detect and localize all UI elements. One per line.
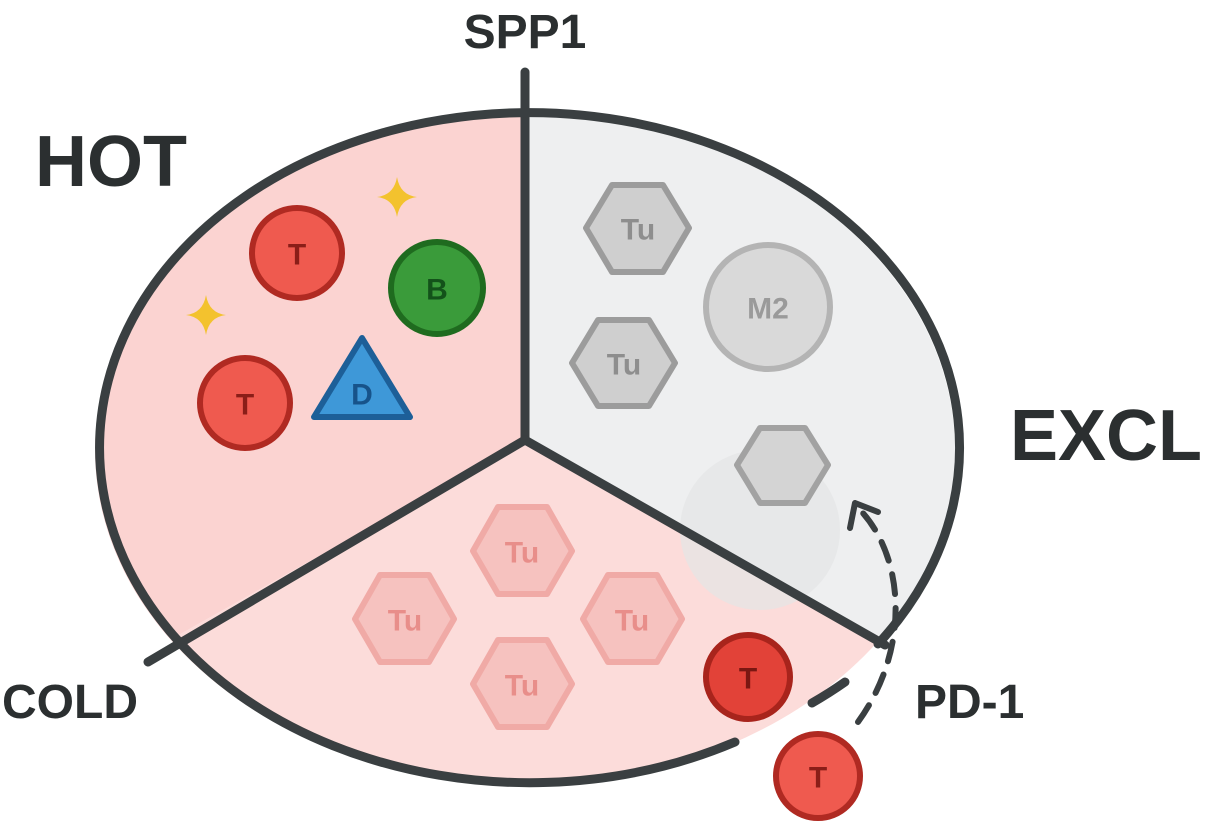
ellipse-outline — [95, 108, 965, 788]
divider-right — [520, 435, 890, 650]
label-spp1: SPP1 — [464, 6, 587, 59]
label-cold: COLD — [2, 676, 138, 729]
t-cell: T — [249, 205, 345, 301]
svg-text:Tu: Tu — [388, 605, 422, 638]
label-pd1: PD-1 — [915, 676, 1024, 729]
label-excl: EXCL — [1010, 396, 1202, 476]
tumor-cell: Tu — [470, 504, 575, 597]
svg-text:Tu: Tu — [615, 605, 649, 638]
svg-text:B: B — [426, 274, 448, 307]
sparkle-icon — [377, 177, 417, 217]
arrow-head-icon — [847, 500, 881, 531]
migration-arrow — [855, 509, 899, 725]
svg-text:Tu: Tu — [607, 349, 641, 382]
tumor-cell: Tu — [470, 637, 575, 730]
divider-left — [143, 435, 530, 667]
svg-text:T: T — [236, 389, 254, 422]
tumor-cell: Tu — [583, 182, 692, 275]
svg-text:D: D — [351, 379, 373, 412]
svg-text:M2: M2 — [747, 293, 789, 326]
macrophage-m2: M2 — [703, 242, 833, 372]
svg-text:T: T — [739, 663, 757, 696]
t-cell: T — [197, 355, 293, 451]
tumor-cell: Tu — [569, 317, 678, 409]
svg-text:T: T — [809, 762, 827, 795]
b-cell: B — [388, 239, 486, 337]
dendritic-cell: D — [311, 335, 413, 420]
tumor-cell-empty — [734, 425, 831, 506]
tumor-cell: Tu — [352, 572, 457, 665]
t-cell: T — [773, 731, 863, 821]
svg-text:Tu: Tu — [505, 670, 539, 703]
tumor-cell: Tu — [580, 572, 685, 665]
sparkle-icon — [186, 295, 226, 335]
t-cell: T — [703, 632, 793, 722]
label-hot: HOT — [35, 122, 187, 202]
svg-text:T: T — [288, 239, 306, 272]
svg-text:Tu: Tu — [505, 537, 539, 570]
ellipse-outline-short — [807, 677, 850, 708]
svg-text:Tu: Tu — [621, 214, 655, 247]
